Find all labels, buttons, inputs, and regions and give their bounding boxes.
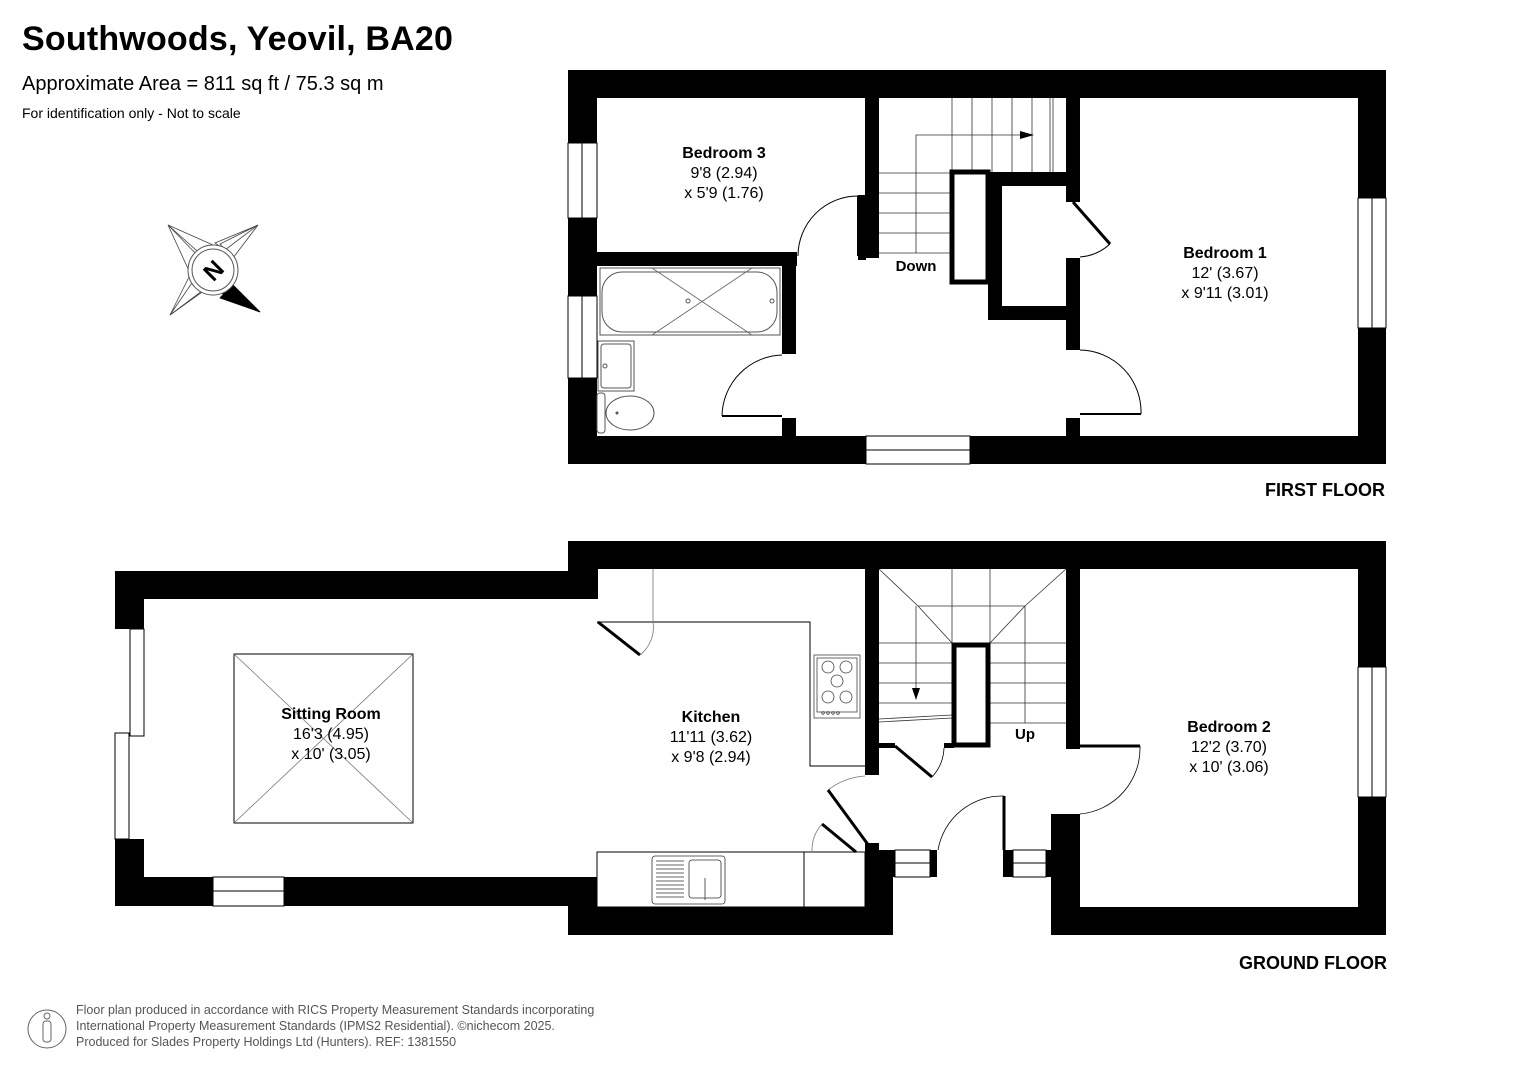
svg-text:x 10' (3.05): x 10' (3.05)	[291, 746, 371, 763]
roof-lantern-icon	[233, 653, 414, 824]
stair-label-down: Down	[896, 258, 937, 275]
compass-north-icon: N	[167, 224, 261, 316]
room-label-bedroom-3: Bedroom 3 9'8 (2.94) x 5'9 (1.76)	[682, 145, 766, 202]
room-label-sitting-room: Sitting Room 16'3 (4.95) x 10' (3.05)	[281, 706, 381, 763]
toilet-icon	[596, 392, 606, 434]
room-label-kitchen: Kitchen 11'11 (3.62) x 9'8 (2.94)	[670, 709, 753, 766]
approximate-area: Approximate Area = 811 sq ft / 75.3 sq m	[22, 73, 384, 95]
footer-line-1: Floor plan produced in accordance with R…	[76, 1003, 595, 1017]
svg-text:12'2 (3.70): 12'2 (3.70)	[1191, 739, 1267, 756]
footer-disclaimer: Floor plan produced in accordance with R…	[76, 1002, 594, 1050]
hob-icon	[813, 654, 861, 719]
first-floor-plan: Bedroom 3 9'8 (2.94) x 5'9 (1.76) Bedroo…	[567, 70, 1387, 465]
svg-text:9'8 (2.94): 9'8 (2.94)	[690, 165, 757, 182]
svg-text:Kitchen: Kitchen	[682, 709, 741, 726]
svg-text:Bedroom 2: Bedroom 2	[1187, 719, 1271, 736]
svg-text:Sitting Room: Sitting Room	[281, 706, 381, 723]
sink-icon	[597, 340, 635, 392]
svg-text:16'3 (4.95): 16'3 (4.95)	[293, 726, 369, 743]
svg-text:Bedroom 1: Bedroom 1	[1183, 245, 1267, 262]
ground-floor-label: GROUND FLOOR	[1239, 953, 1387, 973]
page-title: Southwoods, Yeovil, BA20	[22, 20, 454, 58]
svg-text:Bedroom 3: Bedroom 3	[682, 145, 766, 162]
room-label-bedroom-1: Bedroom 1 12' (3.67) x 9'11 (3.01)	[1181, 245, 1268, 302]
footer-line-2: International Property Measurement Stand…	[76, 1019, 555, 1033]
svg-text:11'11 (3.62): 11'11 (3.62)	[670, 729, 753, 746]
svg-text:x 9'8 (2.94): x 9'8 (2.94)	[671, 749, 751, 766]
room-label-bedroom-2: Bedroom 2 12'2 (3.70) x 10' (3.06)	[1187, 719, 1271, 776]
ground-floor-plan: Sitting Room 16'3 (4.95) x 10' (3.05) Ki…	[114, 541, 1387, 935]
staircase-icon	[878, 568, 1067, 724]
window	[129, 628, 145, 737]
svg-text:x 10' (3.06): x 10' (3.06)	[1189, 759, 1269, 776]
footer-line-3: Produced for Slades Property Holdings Lt…	[76, 1035, 457, 1049]
ipms-person-icon	[27, 1009, 67, 1049]
bathtub-icon	[599, 267, 781, 336]
staircase-icon	[879, 98, 1054, 254]
svg-text:12' (3.67): 12' (3.67)	[1191, 265, 1258, 282]
first-floor-label: FIRST FLOOR	[1265, 480, 1385, 500]
disclaimer-note: For identification only - Not to scale	[22, 105, 241, 121]
svg-text:x 9'11 (3.01): x 9'11 (3.01)	[1181, 285, 1268, 302]
window	[114, 732, 130, 840]
svg-text:x 5'9 (1.76): x 5'9 (1.76)	[684, 185, 764, 202]
stair-label-up: Up	[1015, 726, 1035, 743]
kitchen-sink-icon	[651, 855, 726, 905]
